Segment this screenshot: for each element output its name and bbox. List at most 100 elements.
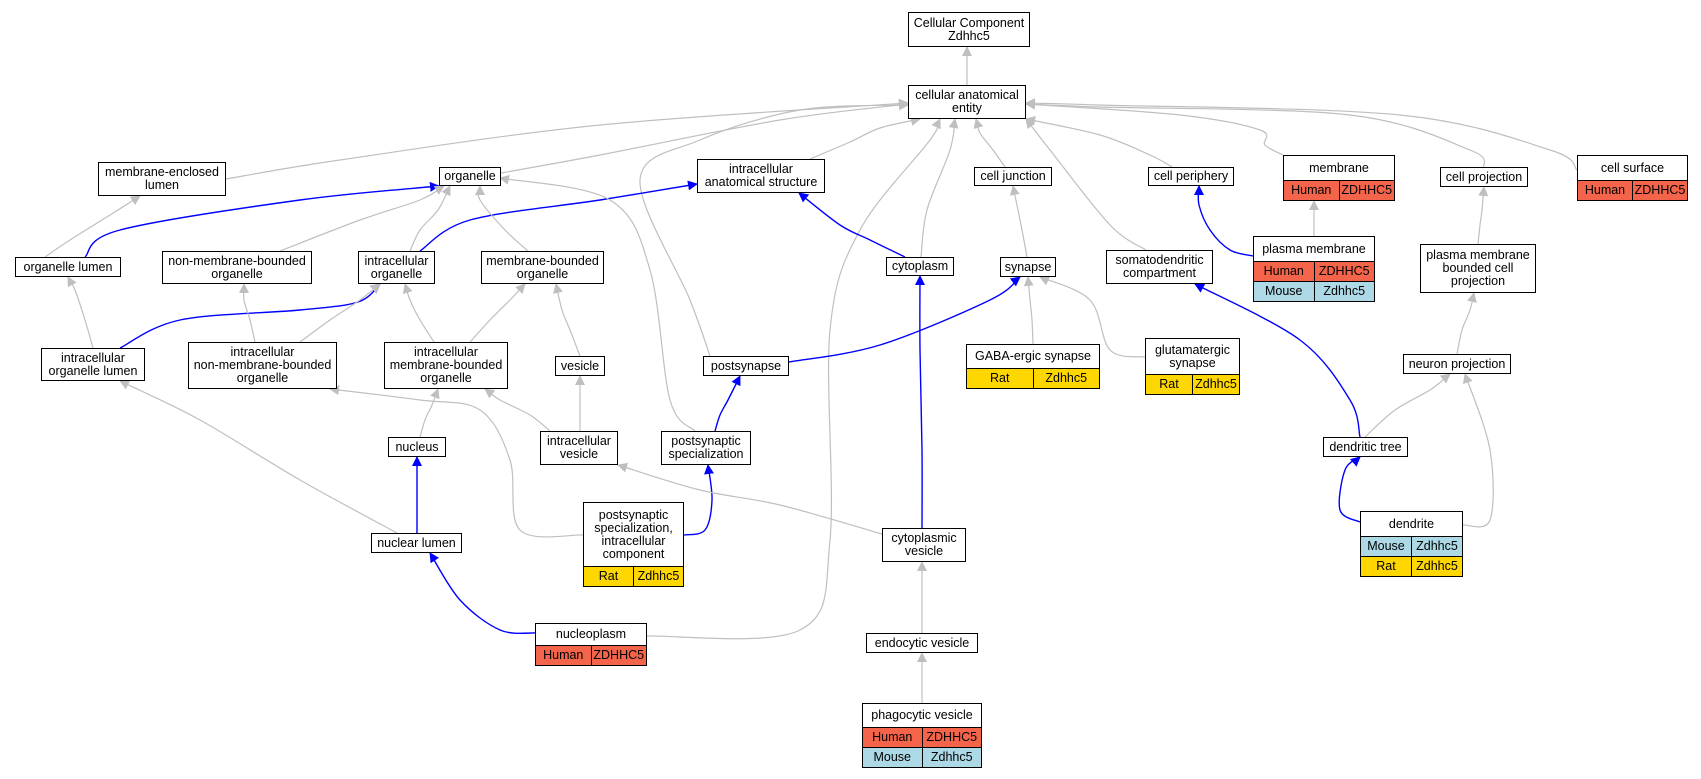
edge-synapse-to-cj-is-a xyxy=(1009,185,1028,258)
edge-cyto-to-ias-part-of xyxy=(798,192,906,258)
node-ias[interactable]: intracellular anatomical structure xyxy=(697,159,825,193)
node-cae[interactable]: cellular anatomical entity xyxy=(908,85,1026,119)
node-label: cytoplasmic vesicle xyxy=(891,531,957,558)
species-gene: ZDHHC5 xyxy=(590,646,646,665)
edge-imbo-to-mbo-is-a xyxy=(469,283,526,343)
edge-inmbo-to-nmbo-is-a xyxy=(238,283,256,343)
species-organism: Mouse xyxy=(1254,282,1314,301)
node-label: nuclear lumen xyxy=(377,535,456,550)
edge-ivesicle-to-imbo-is-a xyxy=(484,388,551,432)
node-label: endocytic vesicle xyxy=(874,635,970,650)
node-synapse[interactable]: synapse xyxy=(1000,257,1056,277)
node-inmbo[interactable]: intracellular non-membrane-bounded organ… xyxy=(188,342,337,389)
species-gene: Zdhhc5 xyxy=(1411,557,1462,576)
edge-nucleoplasm-to-nlumen-part-of xyxy=(429,552,536,635)
species-organism: Human xyxy=(536,646,591,665)
node-nmbo[interactable]: non-membrane-bounded organelle xyxy=(162,251,312,284)
species-organism: Rat xyxy=(1361,557,1411,576)
node-label: nucleoplasm xyxy=(555,627,627,641)
node-root[interactable]: Cellular Component Zdhhc5 xyxy=(908,12,1030,47)
species-gene: Zdhhc5 xyxy=(1313,282,1374,301)
node-label: plasma membrane xyxy=(1262,241,1366,256)
edge-cvesicle-to-cyto-part-of xyxy=(914,275,925,529)
node-imbo[interactable]: intracellular membrane-bounded organelle xyxy=(384,342,508,389)
edge-nucleus-to-imbo-is-a xyxy=(419,388,440,438)
node-label: synapse xyxy=(1004,259,1052,274)
species-gene: Zdhhc5 xyxy=(1192,375,1239,394)
node-dtree[interactable]: dendritic tree xyxy=(1323,437,1408,457)
node-label: organelle lumen xyxy=(23,259,113,274)
node-label: cellular anatomical entity xyxy=(915,88,1019,115)
edge-postsyn-to-cae-is-a xyxy=(639,100,909,357)
species-organism: Mouse xyxy=(1361,537,1411,556)
node-label: cytoplasm xyxy=(891,259,949,273)
species-organism: Human xyxy=(1578,181,1632,200)
species-gene: Zdhhc5 xyxy=(1032,369,1099,388)
edge-membrane-to-cae-is-a xyxy=(1025,99,1284,156)
node-olumen[interactable]: organelle lumen xyxy=(15,257,121,277)
edge-olumen-to-organelle-part-of xyxy=(84,181,440,258)
node-io[interactable]: intracellular organelle xyxy=(358,251,435,284)
edge-cvesicle-to-ivesicle-is-a xyxy=(617,462,883,535)
node-ivesicle[interactable]: intracellular vesicle xyxy=(540,431,618,465)
node-organelle[interactable]: organelle xyxy=(439,167,501,186)
node-cp[interactable]: cell periphery xyxy=(1148,167,1234,186)
node-label: glutamatergic synapse xyxy=(1154,342,1231,370)
species-gene: Zdhhc5 xyxy=(921,748,981,767)
edge-csurf-to-cae-is-a xyxy=(1025,98,1578,171)
edge-dtree-to-nproj-is-a xyxy=(1364,373,1451,438)
node-pssic[interactable]: postsynaptic specialization, intracellul… xyxy=(583,502,684,587)
node-label: intracellular organelle xyxy=(364,253,429,281)
edge-dtree-to-sdc-part-of xyxy=(1194,283,1361,438)
node-label: postsynapse xyxy=(710,358,782,373)
node-evesicle[interactable]: endocytic vesicle xyxy=(866,633,978,653)
edge-pm-to-cp-part-of xyxy=(1193,185,1254,257)
node-nucleus[interactable]: nucleus xyxy=(388,437,446,457)
node-mel[interactable]: membrane-enclosed lumen xyxy=(98,162,226,196)
edge-nlumen-to-iol-is-a xyxy=(119,380,398,534)
node-label: cell periphery xyxy=(1153,169,1229,183)
node-vesicle[interactable]: vesicle xyxy=(555,356,605,376)
edge-gaba-to-synapse-is-a xyxy=(1023,276,1034,345)
node-cproj[interactable]: cell projection xyxy=(1440,167,1528,187)
edge-dendrite-to-dtree-part-of xyxy=(1338,456,1361,523)
species-gene: ZDHHC5 xyxy=(1632,181,1687,200)
node-label: cell projection xyxy=(1445,169,1523,184)
node-nlumen[interactable]: nuclear lumen xyxy=(371,533,462,553)
node-iol[interactable]: intracellular organelle lumen xyxy=(41,348,145,381)
species-organism: Rat xyxy=(584,567,633,586)
edge-cp-to-cae-is-a xyxy=(1025,116,1173,168)
node-mbo[interactable]: membrane-bounded organelle xyxy=(481,251,604,284)
node-label: vesicle xyxy=(560,358,600,373)
node-nproj[interactable]: neuron projection xyxy=(1403,354,1511,374)
node-label: postsynaptic specialization xyxy=(668,434,744,461)
node-pss[interactable]: postsynaptic specialization xyxy=(661,431,751,465)
edge-sdc-to-cae-is-a xyxy=(1025,118,1147,251)
species-gene: ZDHHC5 xyxy=(1338,181,1394,200)
edge-ias-to-cae-is-a xyxy=(809,116,921,160)
node-cyto[interactable]: cytoplasm xyxy=(886,257,954,276)
edge-io-to-ias-part-of xyxy=(419,180,698,252)
node-pmbcp[interactable]: plasma membrane bounded cell projection xyxy=(1420,244,1536,293)
node-cj[interactable]: cell junction xyxy=(974,167,1052,186)
edge-iol-to-olumen-is-a xyxy=(67,276,94,349)
node-postsyn[interactable]: postsynapse xyxy=(703,356,789,376)
edge-mbo-to-organelle-is-a xyxy=(474,185,529,252)
node-cvesicle[interactable]: cytoplasmic vesicle xyxy=(882,528,966,562)
node-sdc[interactable]: somatodendritic compartment xyxy=(1106,250,1213,284)
